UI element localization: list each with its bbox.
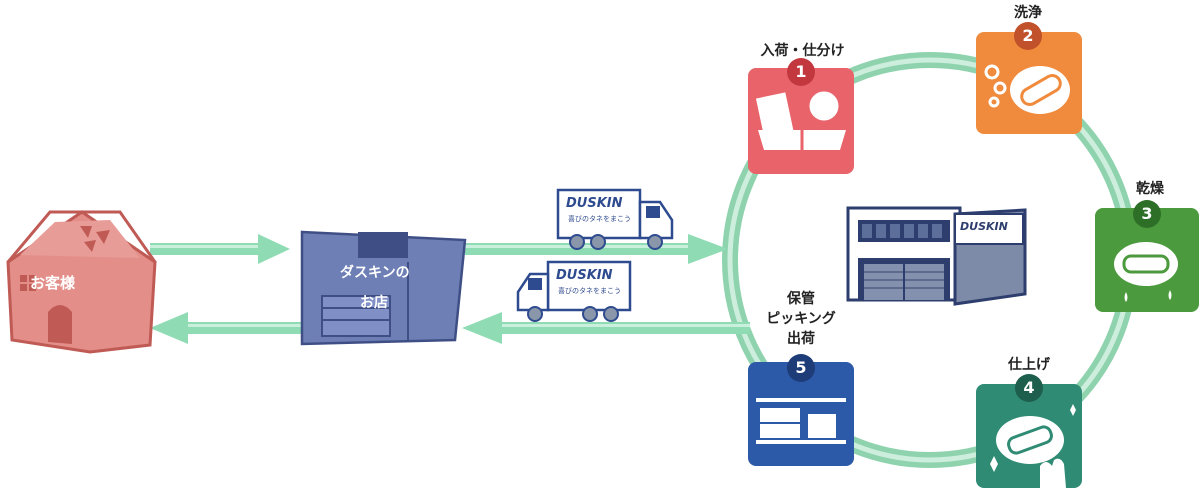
step-5-label-line2: ピッキング [766, 311, 836, 327]
step-4-label: 仕上げ [1008, 357, 1050, 373]
step-1-receiving-box [748, 58, 854, 174]
truck-2-brand: DUSKIN [556, 268, 613, 283]
customer-house-icon [6, 210, 157, 354]
truck-1-brand: DUSKIN [566, 196, 623, 211]
flow-arrow-to-store [150, 234, 290, 264]
store-label-line2: お店 [360, 295, 388, 311]
step-3-label: 乾燥 [1136, 181, 1164, 197]
flow-arrow-to-customer [150, 312, 310, 344]
factory-brand: DUSKIN [960, 220, 1008, 233]
step-4-number: 4 [1023, 378, 1035, 397]
step-5-label-line3: 出荷 [787, 331, 815, 347]
step-2-number: 2 [1022, 26, 1034, 45]
step-2-label: 洗浄 [1014, 5, 1042, 21]
step-3-number: 3 [1141, 204, 1153, 223]
step-5-label-line1: 保管 [787, 291, 815, 307]
step-2-washing-box [976, 22, 1082, 134]
truck-2-slogan: 喜びのタネをまこう [558, 287, 621, 295]
step-4-finishing-box [976, 374, 1082, 488]
customer-label: お客様 [30, 274, 76, 292]
store-building-icon [300, 230, 467, 346]
store-label-line1: ダスキンの [340, 265, 410, 281]
truck-1-slogan: 喜びのタネをまこう [568, 215, 631, 223]
step-5-storage-box [748, 354, 854, 466]
return-truck-icon [516, 260, 632, 322]
step-5-number: 5 [795, 358, 807, 377]
step-1-number: 1 [795, 62, 807, 81]
factory-building-icon [846, 206, 1027, 306]
step-1-label: 入荷・仕分け [760, 43, 845, 59]
flow-arrow-from-factory [462, 312, 750, 344]
step-3-drying-box [1095, 200, 1199, 312]
delivery-truck-icon [556, 188, 674, 250]
